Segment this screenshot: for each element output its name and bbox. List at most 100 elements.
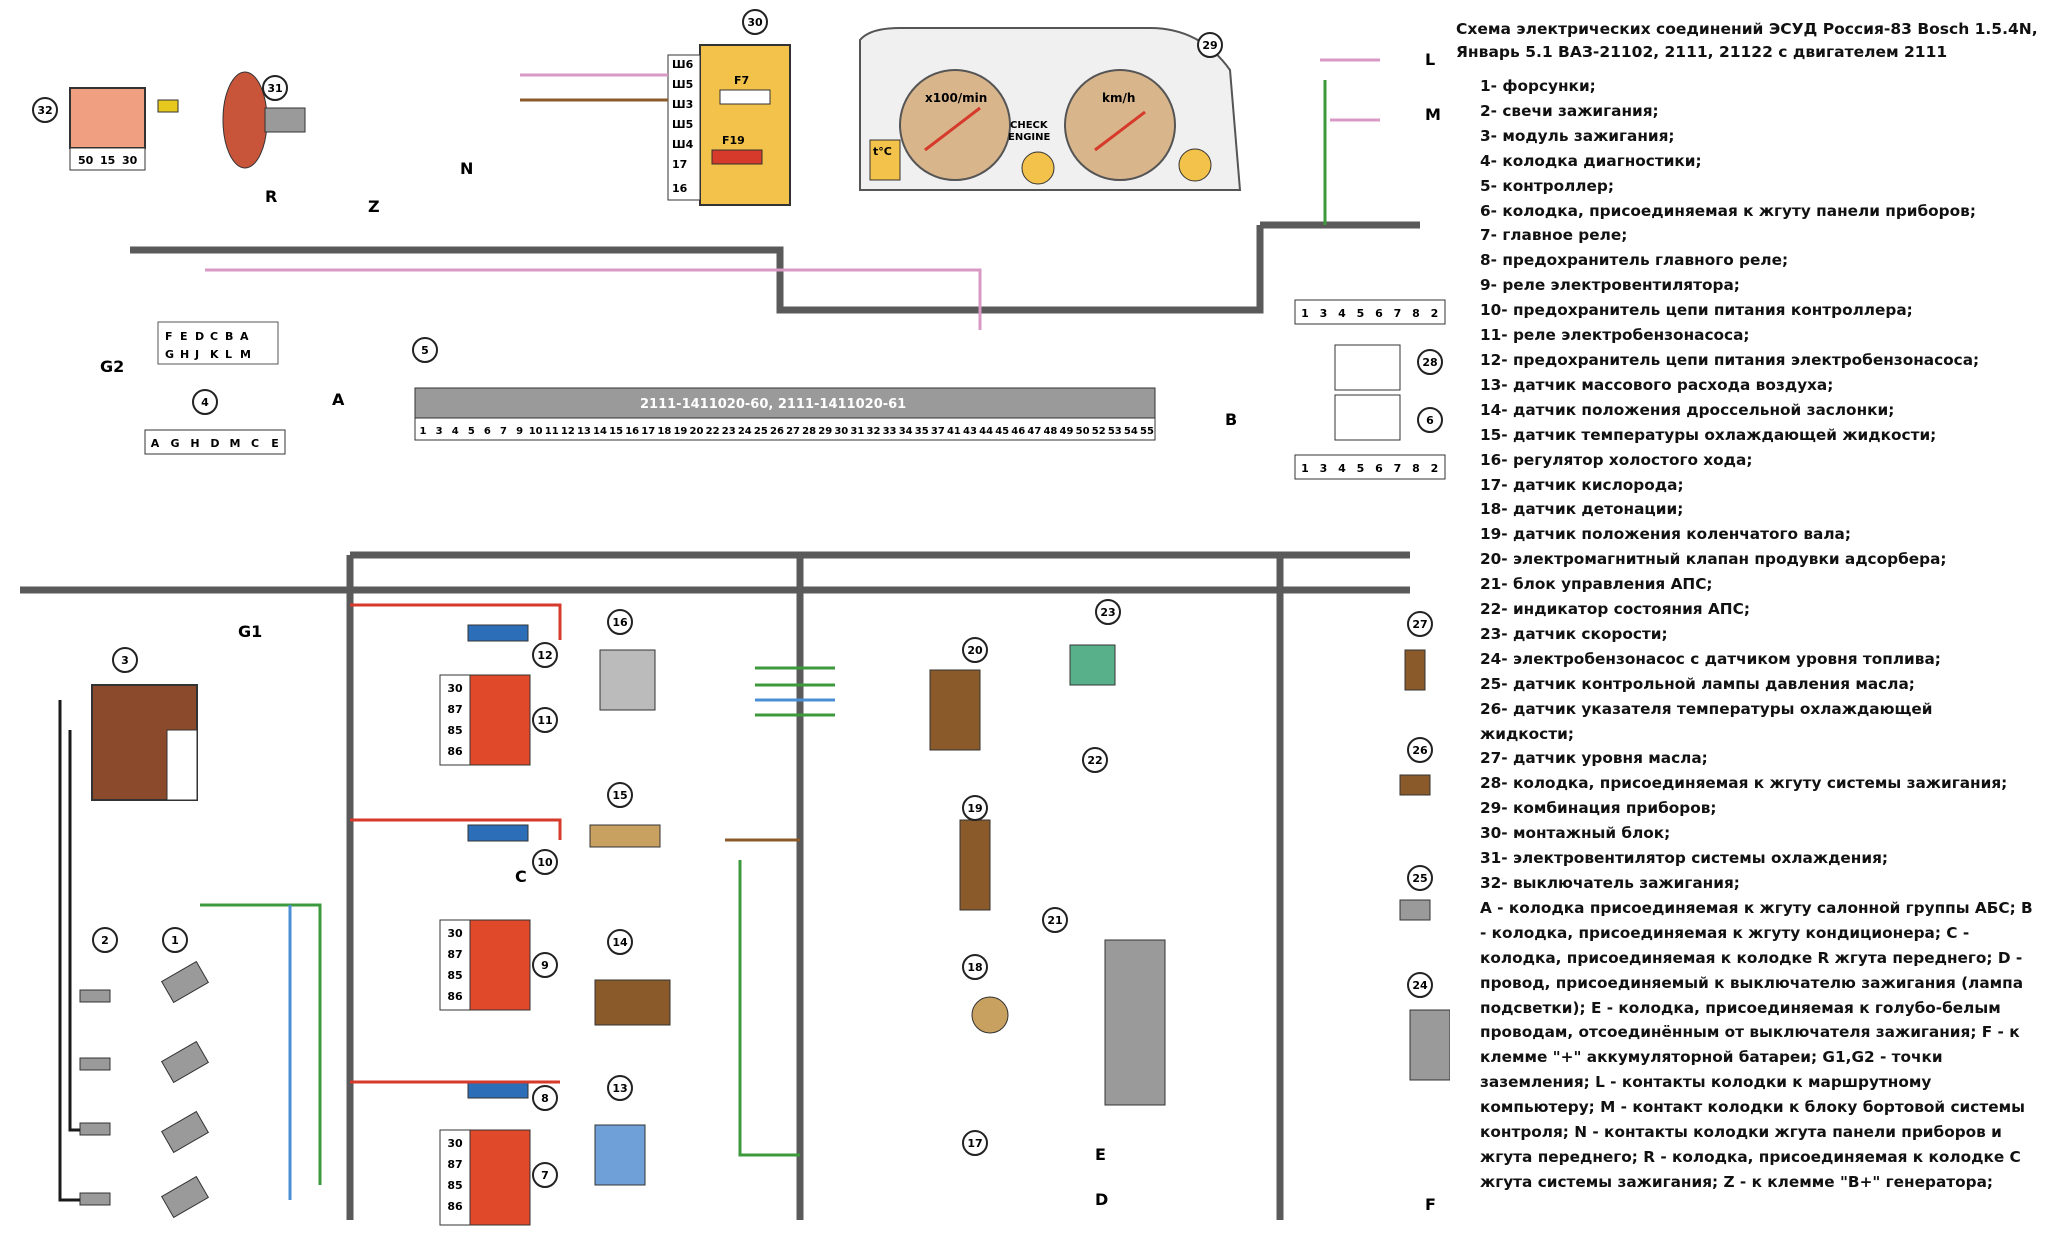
callout-number: 28: [1422, 356, 1437, 369]
callout-number: 8: [541, 1092, 549, 1105]
callout-circle: [262, 75, 288, 101]
callout-circle: [607, 929, 633, 955]
ignition-switch: 50 15 30: [69, 87, 179, 171]
relay-pin: 30: [447, 1137, 463, 1150]
diag-pin: G: [170, 437, 179, 450]
relay-pin: 87: [447, 948, 462, 961]
ignition-module: [91, 684, 198, 801]
controller-pin: 55: [1140, 426, 1154, 437]
legend-item: 1- форсунки;: [1480, 77, 1596, 95]
fuse-f19-label: F19: [722, 134, 745, 147]
controller-pin: 50: [1076, 426, 1090, 437]
controller-pin: 18: [657, 426, 671, 437]
callout-circle: [1407, 737, 1433, 763]
callout-number: 3: [121, 654, 129, 667]
controller-pin: 20: [690, 426, 704, 437]
instrument-cluster: x100/min km/h CHECK ENGINE t°C: [859, 27, 1242, 191]
callout-number: 25: [1412, 872, 1427, 885]
controller-pin: 5: [468, 426, 475, 437]
relay-pin: 30: [447, 682, 463, 695]
controller-pin: 29: [818, 426, 832, 437]
legend-item: 10- предохранитель цепи питания контролл…: [1480, 301, 1913, 320]
diag-header-top-5: A: [240, 330, 249, 343]
harness-pin: 1: [1301, 307, 1309, 320]
legend-item: 17- датчик кислорода;: [1480, 475, 1684, 494]
controller-pin: 19: [673, 426, 687, 437]
harness-pin: 4: [1338, 307, 1346, 320]
legend-item: 19- датчик положения коленчатого вала;: [1480, 525, 1851, 544]
callout-circle: [532, 1085, 558, 1111]
callout-circle: [412, 337, 438, 363]
legend-item: 22- индикатор состояния АПС;: [1480, 600, 1750, 619]
legend-title-line-2: Январь 5.1 ВАЗ-21102, 2111, 21122 с двиг…: [1456, 43, 1948, 61]
legend-item: 25- датчик контрольной лампы давления ма…: [1480, 674, 1915, 693]
mb-pin: 16: [672, 182, 688, 195]
legend-title: Схема электрических соединений ЭСУД Росс…: [1456, 18, 2040, 64]
controller-pin: 27: [786, 426, 800, 437]
callout-number: 1: [171, 934, 179, 947]
harness-pin: 3: [1320, 307, 1328, 320]
letter-label: A: [332, 390, 345, 409]
diag-header-bottom-5: M: [240, 348, 251, 361]
fuses: [467, 624, 529, 1099]
harness-pin: 8: [1412, 307, 1420, 320]
legend-item: 2- свечи зажигания;: [1480, 101, 1659, 120]
callout-circle: [112, 647, 138, 673]
controller-pin: 44: [979, 426, 993, 437]
callout-circle: [962, 637, 988, 663]
callout-number: 11: [537, 714, 552, 727]
fuse-f7-label: F7: [734, 74, 749, 87]
callout-number: 27: [1412, 618, 1427, 631]
temp-label: t°C: [873, 145, 892, 158]
oil-icon: [1178, 148, 1212, 182]
diag-pin: C: [251, 437, 259, 450]
diag-header-bottom-1: H: [180, 348, 189, 361]
controller-pin: 47: [1027, 426, 1041, 437]
wiring-diagram: 50 15 30 Ш6 Ш5 Ш3 Ш5 Ш4 17 16 F7 F19 x10…: [20, 9, 1450, 1226]
controller-pin: 22: [706, 426, 720, 437]
legend-item: жидкости;: [1480, 724, 1574, 743]
harness-pin: 2: [1431, 307, 1439, 320]
controller-pin: 26: [770, 426, 784, 437]
callout-number: 20: [967, 644, 983, 657]
legend-item: 5- контроллер;: [1480, 176, 1614, 195]
harness-pin: 5: [1357, 462, 1365, 475]
controller-pin: 13: [577, 426, 591, 437]
legend-item: 21- блок управления АПС;: [1480, 575, 1713, 594]
legend-item: 18- датчик детонации;: [1480, 500, 1684, 519]
callout-number: 31: [267, 82, 282, 95]
legend-item: 15- датчик температуры охлаждающей жидко…: [1480, 425, 1937, 444]
legend-item: 13- датчик массового расхода воздуха;: [1480, 375, 1834, 394]
controller-part-number: 2111-1411020-60, 2111-1411020-61: [640, 397, 906, 412]
harness-pin: 6: [1375, 307, 1383, 320]
relay-pin: 85: [447, 724, 462, 737]
callout-number: 15: [612, 789, 627, 802]
callout-number: 5: [421, 344, 429, 357]
callout-number: 23: [1100, 606, 1115, 619]
legend-item: 4- колодка диагностики;: [1480, 151, 1702, 170]
callout-circle: [1417, 349, 1443, 375]
letter-label: R: [265, 187, 277, 206]
callout-circle: [1407, 972, 1433, 998]
legend-item: 23- датчик скорости;: [1480, 624, 1668, 643]
letter-label: D: [1095, 1190, 1108, 1209]
diag-pin: E: [271, 437, 279, 450]
legend-item: 6- колодка, присоединяемая к жгуту панел…: [1480, 201, 1976, 220]
controller-pin: 48: [1043, 426, 1057, 437]
injectors-and-plugs: [79, 960, 210, 1219]
legend-item: 9- реле электровентилятора;: [1480, 276, 1740, 295]
diag-header-top-0: F: [165, 330, 173, 343]
legend-item: 14- датчик положения дроссельной заслонк…: [1480, 400, 1895, 419]
diag-header-top-1: E: [180, 330, 188, 343]
legend: Схема электрических соединений ЭСУД Росс…: [1450, 18, 2040, 1195]
legend-item: 16- регулятор холостого хода;: [1480, 450, 1753, 469]
legend-item: 26- датчик указателя температуры охлажда…: [1480, 699, 1933, 718]
controller-pin: 10: [529, 426, 543, 437]
controller-pin: 54: [1124, 426, 1138, 437]
callout-circle: [742, 9, 768, 35]
callout-number: 13: [612, 1082, 627, 1095]
callout-number: 6: [1426, 414, 1434, 427]
legend-item: 12- предохранитель цепи питания электроб…: [1480, 350, 1980, 369]
controller-pin: 34: [899, 426, 913, 437]
